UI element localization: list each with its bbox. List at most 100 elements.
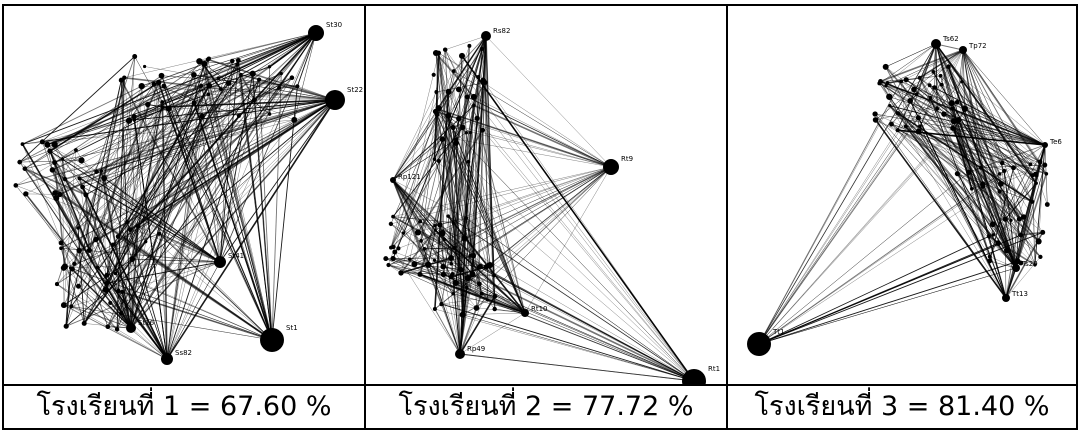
node: [390, 255, 396, 262]
edge: [49, 150, 91, 251]
hub-node-label: Rs82: [493, 27, 510, 35]
edge: [141, 63, 205, 87]
edge: [929, 97, 1007, 299]
edge: [126, 221, 168, 360]
edge: [935, 43, 959, 120]
edge: [54, 77, 292, 194]
node: [57, 191, 63, 198]
node: [60, 302, 67, 309]
node: [1040, 229, 1046, 235]
edge: [47, 144, 53, 170]
hub-node: [1012, 264, 1020, 272]
node: [969, 186, 974, 191]
edge: [919, 126, 1007, 299]
edge: [414, 263, 462, 271]
edge: [465, 217, 695, 382]
edge: [240, 74, 256, 101]
edge: [130, 119, 295, 329]
node: [492, 306, 497, 312]
edge: [758, 260, 1018, 345]
node: [918, 124, 922, 129]
hub-node: [126, 323, 136, 333]
edge: [168, 108, 273, 341]
edge: [271, 86, 298, 341]
edge: [153, 84, 273, 341]
node: [895, 128, 900, 133]
node: [104, 280, 110, 286]
edge: [134, 99, 336, 121]
edge: [56, 283, 118, 330]
node: [1016, 216, 1022, 222]
edge: [392, 179, 443, 305]
edge: [105, 85, 202, 290]
hub-node-label: Te6: [1049, 138, 1062, 146]
node: [437, 222, 443, 228]
node: [485, 298, 490, 302]
edge: [392, 179, 455, 249]
edge: [166, 99, 336, 360]
node: [465, 285, 469, 290]
edge: [980, 144, 1046, 169]
edge: [166, 85, 202, 360]
node: [470, 252, 477, 259]
node: [872, 111, 878, 117]
node: [191, 72, 197, 78]
node: [476, 281, 482, 287]
edge: [134, 119, 146, 242]
node: [1044, 171, 1049, 176]
caption-row: โรงเรียนที่ 1 = 67.60 % โรงเรียนที่ 2 = …: [4, 384, 1076, 428]
node: [77, 176, 82, 181]
edge: [472, 274, 526, 314]
edge: [459, 275, 495, 355]
edge: [19, 161, 273, 341]
node: [1004, 247, 1010, 254]
node: [54, 282, 60, 287]
node: [76, 226, 80, 230]
edge: [435, 52, 475, 98]
edge: [22, 144, 73, 270]
node: [987, 254, 992, 259]
edge: [434, 308, 461, 355]
node: [464, 130, 469, 135]
edge: [438, 52, 695, 382]
edge: [78, 178, 132, 329]
edge: [438, 108, 526, 314]
edge: [1038, 144, 1046, 242]
node: [408, 257, 412, 261]
edge: [758, 128, 955, 345]
hub-node-label: Rp121: [398, 173, 421, 181]
node: [467, 43, 472, 48]
node: [451, 220, 456, 225]
edge: [392, 179, 467, 219]
node: [980, 184, 986, 189]
node: [1038, 254, 1043, 260]
edge: [42, 99, 336, 143]
edge: [201, 116, 273, 341]
node: [401, 231, 406, 235]
edge: [65, 99, 336, 327]
node: [903, 124, 908, 129]
edge: [477, 118, 695, 382]
node: [414, 229, 422, 236]
node: [456, 116, 462, 122]
edge: [385, 258, 452, 278]
node: [432, 306, 437, 312]
edge: [956, 102, 1033, 176]
node: [59, 246, 63, 251]
node: [1035, 173, 1039, 178]
node: [95, 265, 100, 270]
edge: [962, 49, 1003, 164]
node: [411, 261, 418, 268]
edge: [403, 221, 421, 234]
node: [878, 78, 883, 84]
edge: [420, 240, 461, 355]
node: [455, 86, 462, 93]
node: [389, 245, 393, 250]
node: [476, 74, 481, 80]
node: [1035, 238, 1042, 245]
edge: [880, 49, 964, 83]
edge: [880, 81, 955, 130]
edge: [459, 312, 526, 355]
edge: [453, 35, 487, 72]
